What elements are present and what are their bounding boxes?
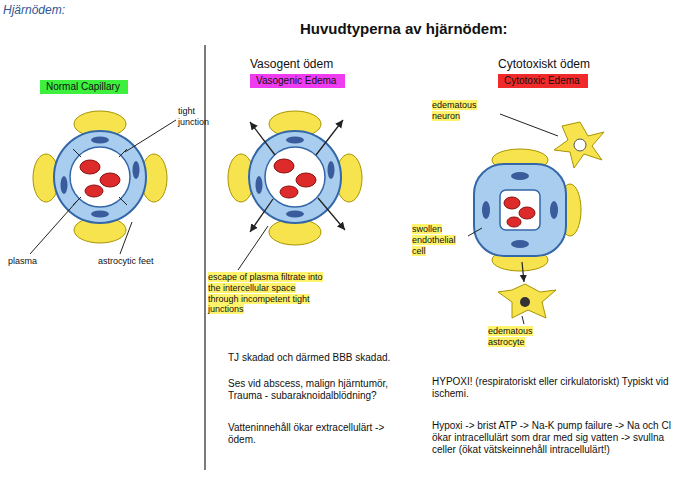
divider [204,45,205,470]
box-label: Normal Capillary [46,81,122,92]
leader-line [120,222,132,254]
leader-line [522,316,524,324]
box-label: Cytotoxic Edema [504,75,582,86]
callout-label: edematous astrocyte [488,326,566,348]
label-box: Normal Capillary [40,80,128,94]
note-text: Hypoxi -> brist ATP -> Na-K pump failure… [432,420,687,456]
callout-label: astrocytic feet [98,256,154,267]
note-text: Ses vid abscess, malign hjärntumör, Trau… [228,378,406,402]
label-box: Vasogent ödemVasogenic Edema [250,74,345,88]
section-heading: Cytotoxiskt ödem [498,57,590,71]
highlight: edematous astrocyte [488,326,533,347]
leader-line [500,114,558,136]
cytotoxic-capillary [474,122,604,318]
callout-label: tight junction [178,106,228,128]
highlight: escape of plasma filtrate into the inter… [208,272,323,314]
highlight: swollen endothelial cell [412,224,456,256]
box-label: Vasogenic Edema [256,75,339,86]
highlight: edematous neuron [432,100,477,121]
callout-label: escape of plasma filtrate into the inter… [208,272,326,315]
note-text: Vatteninnehåll ökar extracellulärt -> öd… [228,422,406,446]
section-heading: Vasogent ödem [250,57,333,71]
normal-capillary [33,111,167,243]
diagram-title: Huvudtyperna av hjärnödem: [300,20,508,38]
callout-label: swollen endothelial cell [412,224,468,256]
note-text: TJ skadad och därmed BBB skadad. [228,352,390,364]
callout-label: edematous neuron [432,100,502,122]
page-heading: Hjärnödem: [3,3,65,17]
label-box: Cytotoxiskt ödemCytotoxic Edema [498,74,588,88]
leader-line [238,226,268,270]
leader-line [468,228,482,236]
note-text: HYPOXI! (respiratoriskt eller cirkulator… [432,376,682,400]
vasogenic-capillary [228,111,362,245]
leader-line [125,120,176,152]
callout-label: plasma [8,256,37,267]
leader-line [30,200,78,254]
